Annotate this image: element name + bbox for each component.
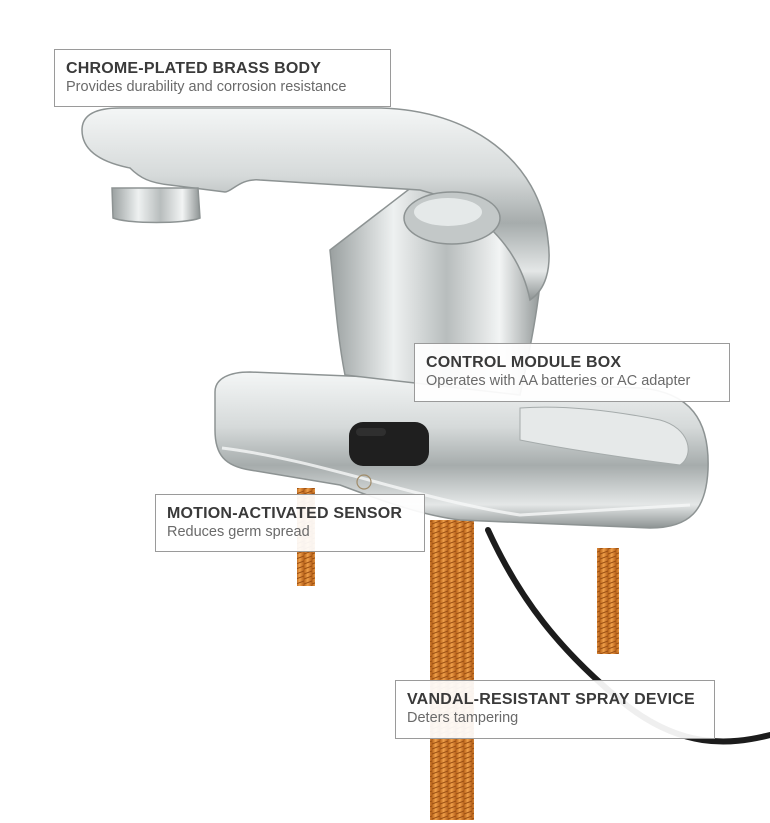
callout-description: Deters tampering [407, 710, 519, 726]
callout-title: CONTROL MODULE BOX [426, 354, 622, 371]
callout-description: Reduces germ spread [167, 524, 310, 540]
callout-description: Provides durability and corrosion resist… [66, 79, 347, 95]
callout-motion-sensor: MOTION-ACTIVATED SENSOR Reduces germ spr… [155, 494, 425, 552]
callout-control-module: CONTROL MODULE BOX Operates with AA batt… [414, 343, 730, 402]
callout-spray-device: VANDAL-RESISTANT SPRAY DEVICE Deters tam… [395, 680, 715, 739]
callout-title: VANDAL-RESISTANT SPRAY DEVICE [407, 691, 695, 708]
callout-description: Operates with AA batteries or AC adapter [426, 373, 691, 389]
right-mounting-stud [597, 548, 619, 654]
brand-logo-icon [356, 474, 372, 490]
callout-chrome-body: CHROME-PLATED BRASS BODY Provides durabi… [54, 49, 391, 107]
callout-title: CHROME-PLATED BRASS BODY [66, 60, 322, 77]
center-threaded-shank [430, 520, 474, 820]
faucet-spout [81, 107, 550, 302]
spout-aerator [111, 187, 201, 224]
callout-title: MOTION-ACTIVATED SENSOR [167, 505, 403, 522]
